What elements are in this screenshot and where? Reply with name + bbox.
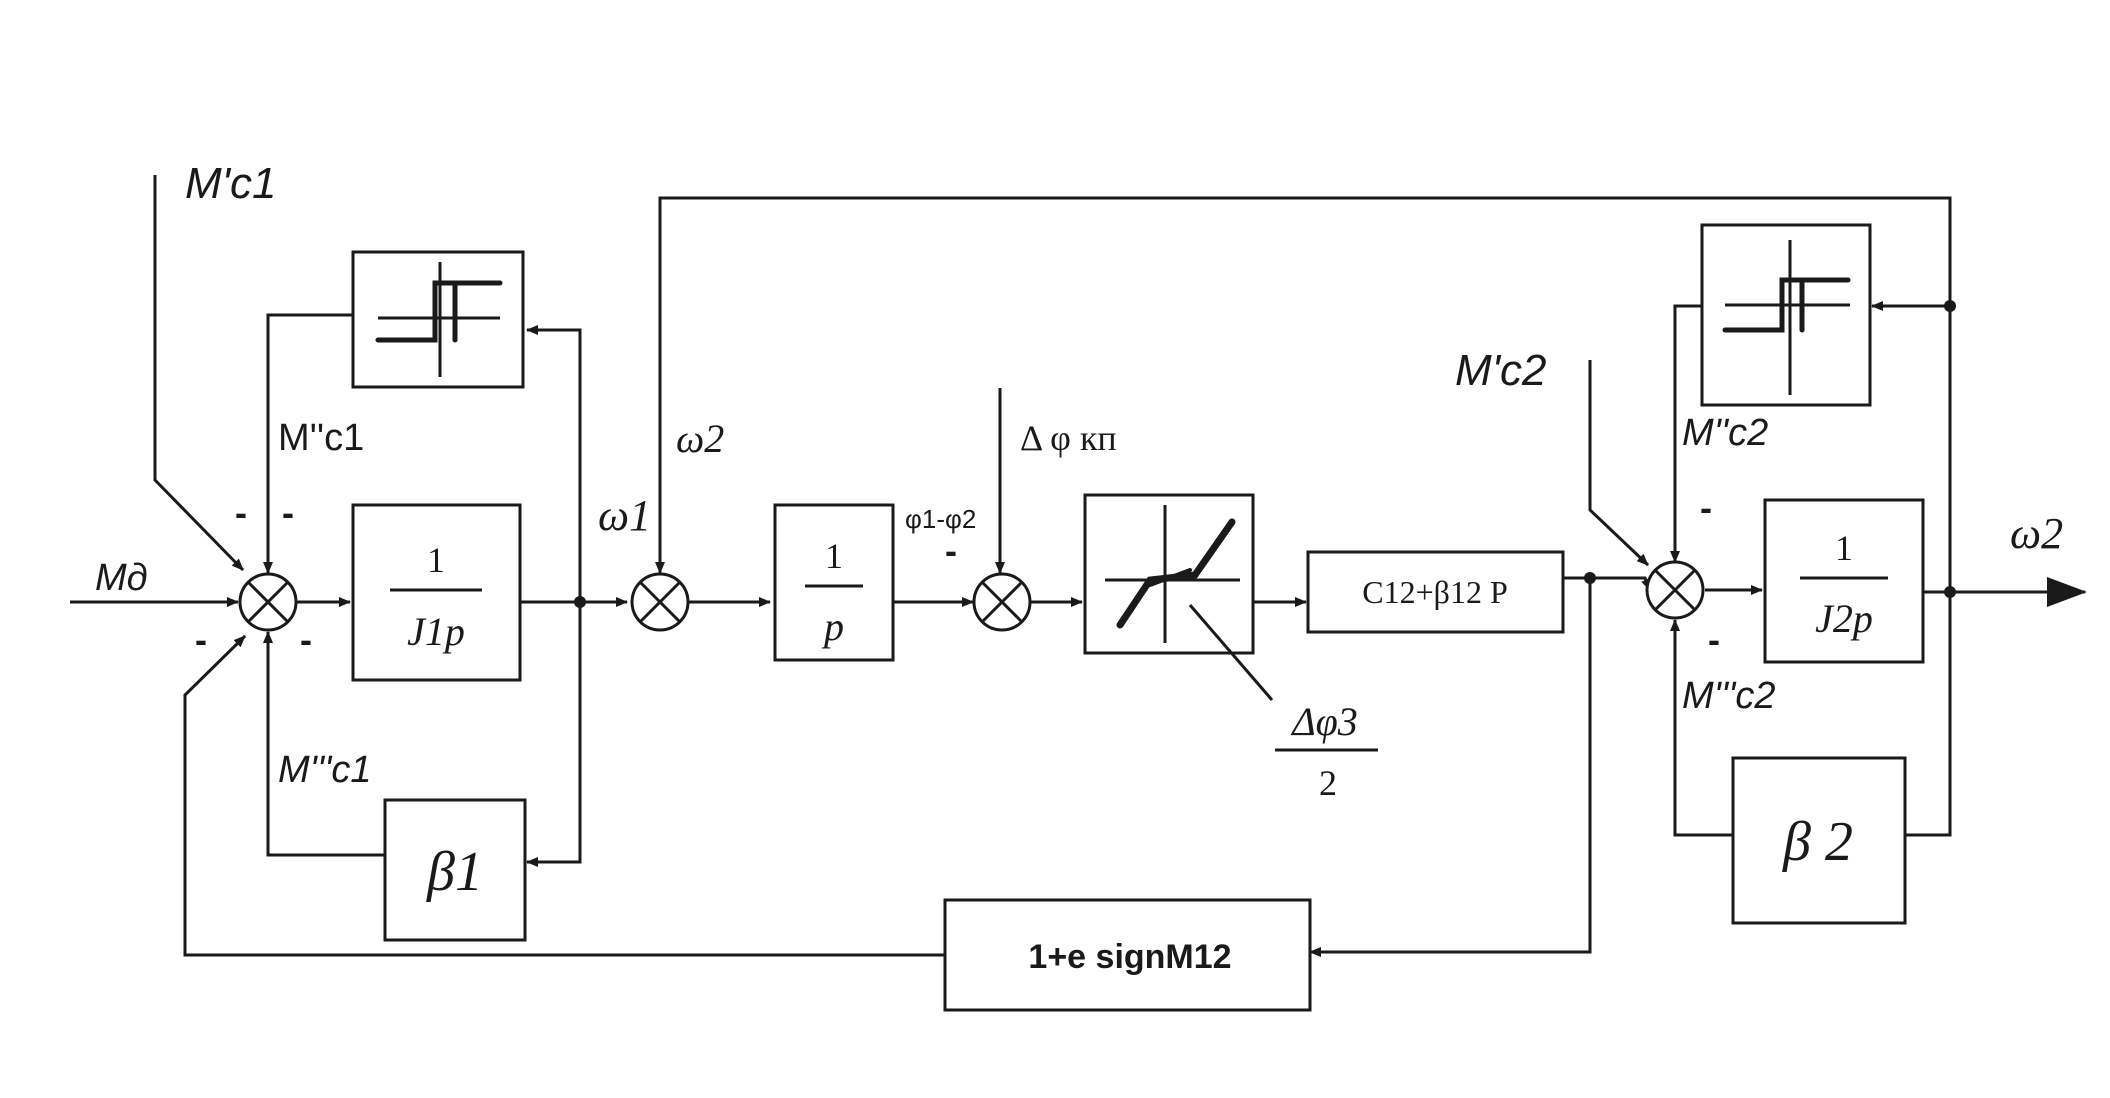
beta2-label: β 2: [1782, 811, 1853, 873]
wire-node3-to-beta2: [1905, 592, 1952, 837]
summing-junction-2: [630, 572, 690, 632]
wire-node2-to-efficiency: [1309, 578, 1592, 957]
relay-block-1: [351, 250, 525, 389]
sign-s1-top-right: -: [282, 492, 294, 533]
beta2-block: β 2: [1731, 756, 1907, 925]
wire-beta2-to-s4: [1670, 619, 1733, 837]
sign-s1-left: -: [195, 619, 207, 660]
wire-mc2-prime: [1588, 360, 1650, 567]
sign-s1-top-left: -: [235, 492, 247, 533]
relay-block-2: [1700, 223, 1872, 407]
label-mc1-prime: M'c1: [185, 159, 277, 208]
wire-node1-to-beta1: [526, 602, 582, 867]
wire-stiffness-to-s4: [1563, 576, 1652, 591]
efficiency-block: 1+e signM12: [943, 898, 1312, 1012]
label-mc2-triple: M'''c2: [1682, 675, 1776, 717]
inertia-block-1: 1 J1p: [351, 503, 522, 682]
label-omega2-top: ω2: [676, 416, 724, 461]
label-omega2-output: ω2: [2010, 509, 2063, 558]
sign-s4-top: -: [1700, 487, 1712, 528]
label-delta-phi-kp: Δ φ кп: [1020, 418, 1117, 458]
wire-relay2-to-s4: [1670, 304, 1702, 563]
sign-s1-right: -: [300, 619, 312, 660]
label-delta-phi3-den: 2: [1319, 763, 1337, 803]
wire-efficiency-to-s1: [183, 634, 945, 957]
sign-s4-bottom: -: [1708, 619, 1720, 660]
junction-m12: [1584, 572, 1596, 584]
inertia1-denominator: J1p: [407, 609, 465, 654]
wire-node1-to-relay1: [526, 325, 582, 602]
inertia2-denominator: J2p: [1815, 596, 1873, 641]
backlash-block: [1083, 493, 1274, 701]
label-md: Mд: [95, 557, 148, 599]
inertia-block-2: 1 J2p: [1763, 498, 1925, 664]
efficiency-label: 1+e signM12: [1028, 938, 1231, 976]
stiffness-block: C12+β12 P: [1306, 550, 1565, 634]
junction-omega2: [1944, 586, 1956, 598]
beta1-label: β1: [426, 841, 483, 903]
wire-relay1-to-s1: [263, 313, 353, 574]
label-backlash-halfwidth: Δφ3 2: [1275, 699, 1378, 803]
summing-junction-4: [1645, 560, 1705, 620]
label-phi-diff: φ1-φ2: [905, 504, 976, 534]
integrator-denominator: p: [821, 604, 844, 649]
label-delta-phi3: Δφ3: [1290, 699, 1358, 744]
integrator-numerator: 1: [825, 536, 843, 576]
wire-beta1-to-s1: [263, 631, 385, 857]
label-mc2-double: M''c2: [1682, 412, 1768, 454]
sign-s3-top: -: [945, 530, 957, 571]
stiffness-label: C12+β12 P: [1362, 574, 1507, 610]
summing-junction-3: [972, 572, 1032, 632]
beta1-block: β1: [383, 798, 527, 942]
inertia2-numerator: 1: [1835, 528, 1853, 568]
integrator-block: 1 p: [773, 503, 895, 662]
junction-omega1: [574, 596, 586, 608]
wire-mc1-prime: [153, 175, 245, 572]
inertia1-numerator: 1: [427, 540, 445, 580]
label-mc1-double: M''c1: [278, 417, 364, 459]
label-mc1-triple: M'''c1: [278, 749, 372, 791]
label-mc2-prime: M'c2: [1455, 346, 1547, 395]
label-omega1: ω1: [598, 491, 651, 540]
wires: [70, 175, 2087, 957]
summing-junction-1: [238, 572, 298, 632]
junction-relay2: [1944, 300, 1956, 312]
